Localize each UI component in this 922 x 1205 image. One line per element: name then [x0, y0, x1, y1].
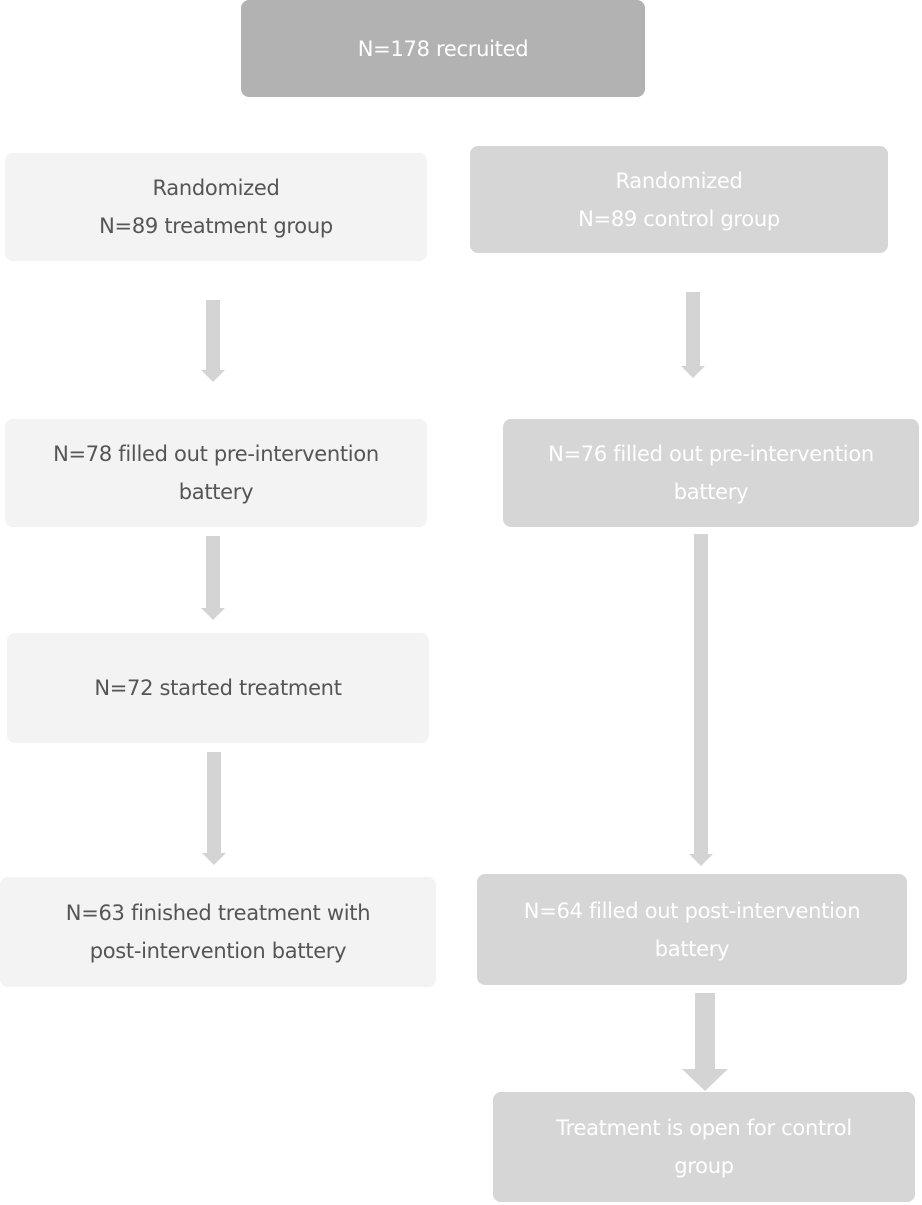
control-randomized-box: Randomized N=89 control group: [470, 146, 888, 253]
control-pre-battery-line2: battery: [673, 480, 749, 504]
recruited-label: N=178 recruited: [357, 36, 529, 61]
treatment-arrow-1: [201, 300, 225, 382]
control-post-battery-box: N=64 filled out post-intervention batter…: [477, 874, 907, 985]
recruited-box: N=178 recruited: [241, 0, 645, 97]
control-post-battery-line2: battery: [654, 936, 730, 961]
treatment-finished-line1: N=63 finished treatment with: [65, 901, 371, 925]
treatment-pre-battery-line1: N=78 filled out pre-intervention: [53, 442, 379, 466]
control-arrow-1: [681, 292, 705, 378]
control-treatment-open-line1: Treatment is open for control: [556, 1116, 852, 1140]
treatment-finished-box: N=63 finished treatment with post-interv…: [0, 877, 436, 987]
treatment-pre-battery-line2: battery: [178, 480, 254, 504]
control-arrow-2: [689, 534, 713, 866]
treatment-started-box: N=72 started treatment: [7, 633, 429, 743]
control-arrow-3: [682, 993, 728, 1091]
treatment-started-label: N=72 started treatment: [94, 676, 342, 700]
control-treatment-open-box: Treatment is open for control group: [493, 1092, 915, 1202]
control-pre-battery-box: N=76 filled out pre-intervention battery: [503, 419, 919, 527]
control-group-count: N=89 control group: [578, 206, 780, 231]
treatment-group-count: N=89 treatment group: [99, 214, 333, 238]
control-post-battery-line1: N=64 filled out post-intervention: [523, 898, 861, 923]
control-pre-battery-line1: N=76 filled out pre-intervention: [548, 442, 874, 466]
control-treatment-open-line2: group: [674, 1154, 734, 1178]
treatment-randomized-label: Randomized: [152, 176, 280, 200]
treatment-pre-battery-box: N=78 filled out pre-intervention battery: [5, 419, 427, 527]
treatment-randomized-box: Randomized N=89 treatment group: [5, 153, 427, 261]
control-randomized-label: Randomized: [615, 168, 743, 193]
treatment-arrow-3: [202, 752, 226, 865]
treatment-finished-line2: post-intervention battery: [89, 939, 347, 963]
treatment-arrow-2: [201, 536, 225, 620]
